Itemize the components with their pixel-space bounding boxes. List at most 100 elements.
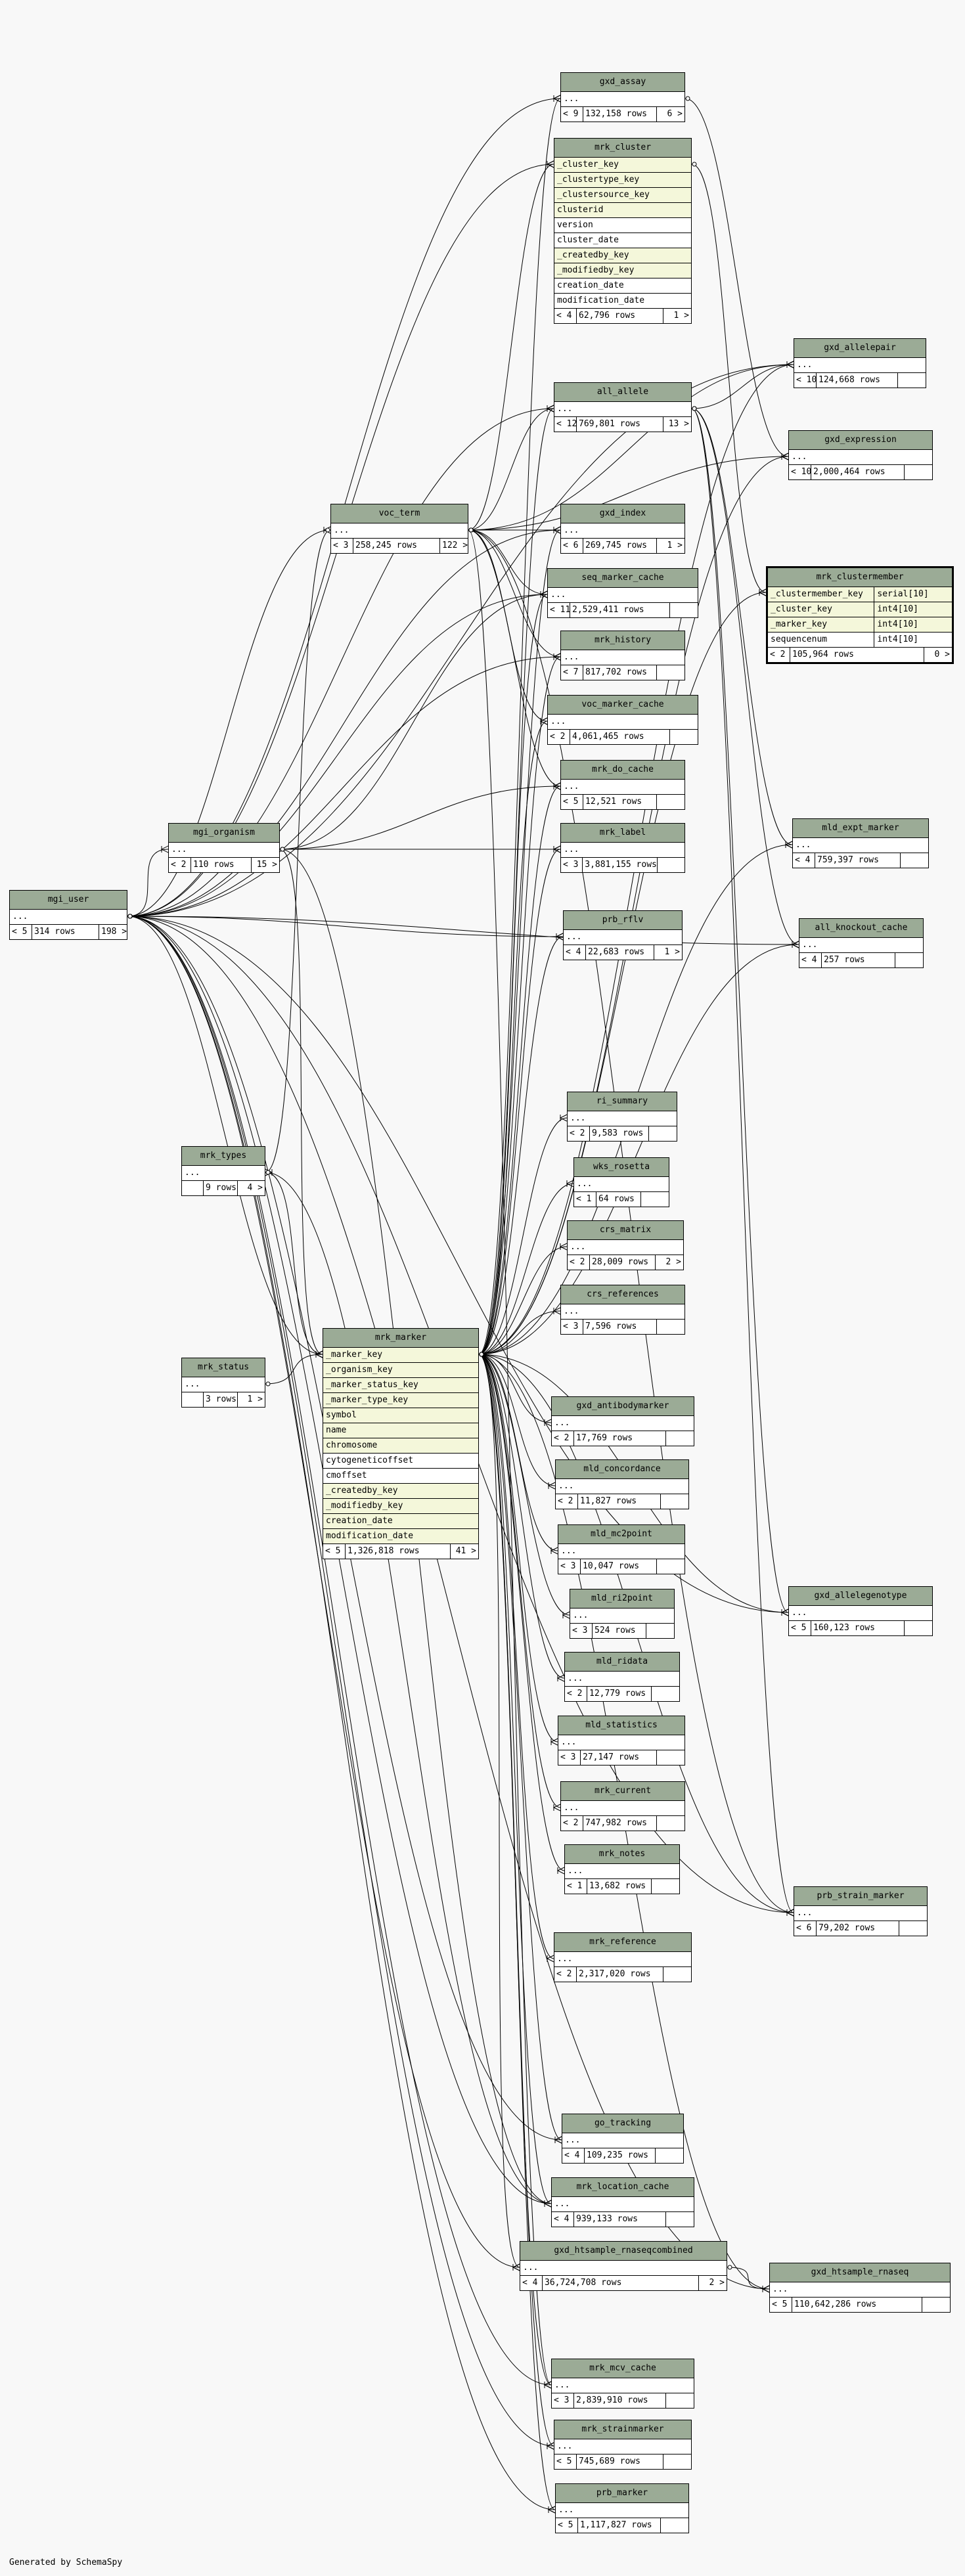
table-title[interactable]: seq_marker_cache: [548, 569, 698, 588]
column-row[interactable]: name: [323, 1423, 478, 1438]
parents-count[interactable]: < 4: [793, 853, 815, 868]
children-count[interactable]: 1 >: [673, 311, 689, 321]
table-title[interactable]: mrk_notes: [565, 1845, 679, 1864]
table-title[interactable]: mrk_strainmarker: [554, 2420, 691, 2439]
children-count[interactable]: 1 >: [664, 947, 680, 957]
column-ellipsis[interactable]: ...: [169, 843, 279, 858]
table-mrk-marker[interactable]: mrk_marker_marker_key_organism_key_marke…: [323, 1328, 479, 1559]
parents-count[interactable]: < 3: [570, 1624, 593, 1638]
table-title[interactable]: mrk_label: [561, 824, 684, 843]
column-ellipsis[interactable]: ...: [554, 2439, 691, 2454]
parents-count[interactable]: < 5: [10, 925, 32, 939]
parents-count[interactable]: < 10: [789, 465, 811, 479]
parents-count[interactable]: < 3: [558, 1559, 581, 1574]
column-ellipsis[interactable]: ...: [182, 1377, 265, 1392]
children-count[interactable]: [666, 2212, 694, 2227]
parents-count[interactable]: < 1: [565, 1879, 587, 1894]
children-count[interactable]: [901, 853, 928, 868]
children-count[interactable]: [922, 2298, 950, 2312]
children-count[interactable]: 41 >: [455, 1546, 476, 1556]
table-title[interactable]: mrk_do_cache: [561, 761, 684, 780]
column-row[interactable]: modification_date: [554, 294, 691, 309]
parents-count[interactable]: < 2: [768, 648, 790, 662]
table-title[interactable]: gxd_allelepair: [794, 339, 926, 358]
parents-count[interactable]: < 4: [799, 953, 822, 967]
children-count[interactable]: [661, 1494, 688, 1509]
children-count[interactable]: [898, 373, 926, 388]
children-count[interactable]: [646, 1624, 674, 1638]
parents-count[interactable]: < 4: [552, 2212, 574, 2227]
parents-count[interactable]: < 2: [552, 1431, 574, 1446]
children-count[interactable]: [652, 1879, 679, 1894]
table-title[interactable]: gxd_expression: [789, 431, 932, 450]
column-row[interactable]: creation_date: [554, 278, 691, 294]
children-count[interactable]: 13 >: [668, 419, 689, 429]
table-title[interactable]: crs_matrix: [568, 1221, 683, 1240]
column-ellipsis[interactable]: ...: [564, 930, 682, 945]
table-title[interactable]: gxd_htsample_rnaseq: [770, 2263, 950, 2282]
table-title[interactable]: voc_marker_cache: [548, 696, 698, 715]
parents-count[interactable]: [182, 1392, 204, 1407]
parents-count[interactable]: < 5: [789, 1621, 811, 1635]
column-ellipsis[interactable]: ...: [552, 2378, 694, 2393]
table-title[interactable]: mrk_marker: [323, 1329, 478, 1348]
parents-count[interactable]: < 3: [561, 1320, 583, 1334]
column-ellipsis[interactable]: ...: [552, 2197, 694, 2212]
children-count[interactable]: [657, 1816, 684, 1831]
column-ellipsis[interactable]: ...: [568, 1111, 677, 1126]
parents-count[interactable]: < 3: [331, 539, 353, 553]
parents-count[interactable]: < 11: [548, 603, 570, 617]
children-count[interactable]: [656, 2148, 683, 2163]
parents-count[interactable]: < 12: [554, 417, 577, 432]
column-row[interactable]: _marker_status_key: [323, 1378, 478, 1393]
column-row[interactable]: modification_date: [323, 1529, 478, 1544]
table-title[interactable]: go_tracking: [562, 2114, 683, 2133]
table-title[interactable]: mld_ri2point: [570, 1589, 674, 1609]
column-ellipsis[interactable]: ...: [568, 1240, 683, 1255]
children-count[interactable]: 6 >: [667, 109, 683, 119]
children-count[interactable]: [895, 953, 923, 967]
table-title[interactable]: mrk_types: [182, 1147, 265, 1166]
column-ellipsis[interactable]: ...: [556, 1479, 688, 1494]
column-ellipsis[interactable]: ...: [558, 1735, 684, 1750]
column-ellipsis[interactable]: ...: [556, 2503, 688, 2518]
column-row[interactable]: clusterid: [554, 203, 691, 218]
table-title[interactable]: all_allele: [554, 383, 691, 402]
column-ellipsis[interactable]: ...: [561, 843, 684, 858]
column-row[interactable]: chromosome: [323, 1438, 478, 1454]
column-ellipsis[interactable]: ...: [561, 1304, 684, 1320]
table-title[interactable]: mld_ridata: [565, 1653, 679, 1672]
table-title[interactable]: wks_rosetta: [574, 1158, 669, 1177]
column-ellipsis[interactable]: ...: [770, 2282, 950, 2298]
parents-count[interactable]: < 4: [520, 2276, 543, 2290]
column-ellipsis[interactable]: ...: [570, 1609, 674, 1624]
children-count[interactable]: [905, 465, 932, 479]
table-title[interactable]: prb_marker: [556, 2484, 688, 2503]
children-count[interactable]: 4 >: [247, 1183, 263, 1193]
table-title[interactable]: all_knockout_cache: [799, 919, 923, 938]
column-ellipsis[interactable]: ...: [548, 588, 698, 603]
parents-count[interactable]: < 2: [568, 1255, 590, 1270]
parents-count[interactable]: < 5: [556, 2518, 578, 2533]
children-count[interactable]: [670, 603, 698, 617]
column-ellipsis[interactable]: ...: [561, 1801, 684, 1816]
table-title[interactable]: mld_concordance: [556, 1460, 688, 1479]
